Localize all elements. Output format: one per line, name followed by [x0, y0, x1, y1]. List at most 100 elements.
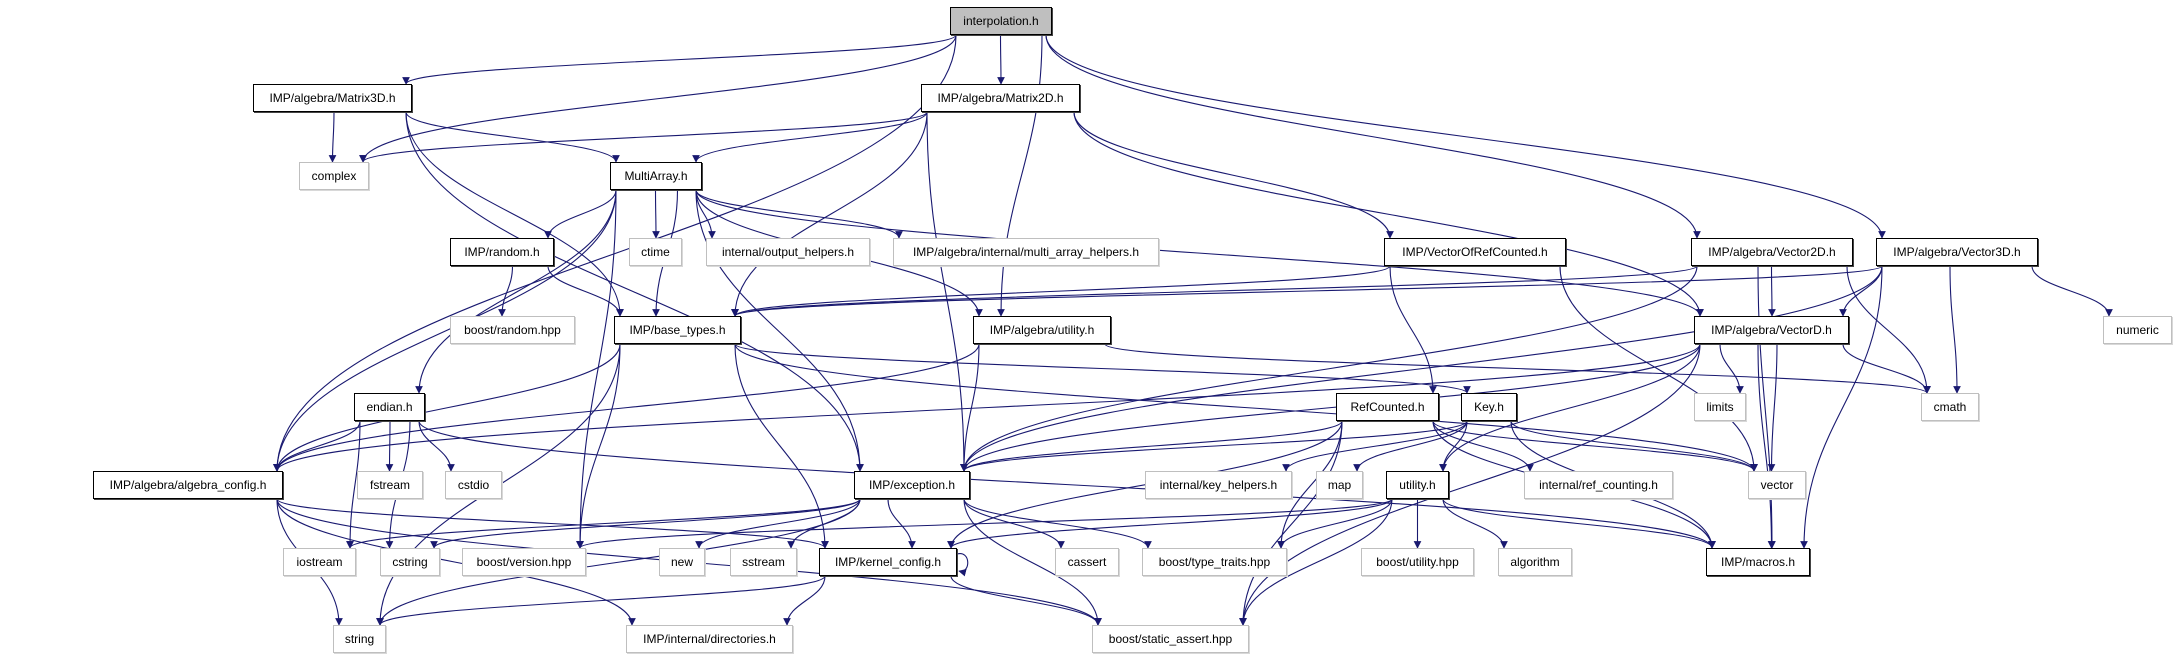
edge-kconf-to-bsa	[950, 575, 1102, 626]
node-vecd[interactable]: IMP/algebra/VectorD.h	[1694, 316, 1849, 344]
node-v3d[interactable]: IMP/algebra/Vector3D.h	[1876, 238, 2038, 266]
node-label: IMP/exception.h	[868, 478, 956, 492]
node-refcnt[interactable]: internal/ref_counting.h	[1524, 471, 1673, 499]
node-label: internal/key_helpers.h	[1159, 478, 1278, 492]
node-label: IMP/algebra/utility.h	[989, 323, 1095, 337]
node-label: boost/static_assert.hpp	[1108, 632, 1233, 646]
edge-interp-to-complex	[359, 34, 957, 163]
node-endian[interactable]: endian.h	[354, 393, 425, 421]
node-iostream[interactable]: iostream	[283, 548, 356, 576]
node-label: IMP/internal/directories.h	[643, 632, 776, 646]
node-kconf[interactable]: IMP/kernel_config.h	[819, 548, 957, 576]
node-interp[interactable]: interpolation.h	[950, 7, 1052, 35]
edge-base-to-vector	[734, 343, 1758, 472]
edge-interp-to-m2d	[997, 34, 1005, 85]
node-cstdio[interactable]: cstdio	[445, 471, 502, 499]
node-label: utility.h	[1399, 478, 1436, 492]
edge-m2d-to-exc	[926, 111, 968, 472]
node-autil[interactable]: IMP/algebra/utility.h	[973, 316, 1111, 344]
edge-util-to-bver	[576, 498, 1393, 549]
edge-interp-to-aconf	[273, 34, 957, 472]
edge-base-to-key	[734, 343, 1471, 394]
node-outh[interactable]: internal/output_helpers.h	[706, 238, 870, 266]
node-random[interactable]: IMP/random.h	[450, 238, 554, 266]
node-label: cassert	[1067, 555, 1107, 569]
node-label: endian.h	[366, 400, 413, 414]
edge-vecd-to-vector	[1767, 343, 1778, 472]
node-label: internal/ref_counting.h	[1539, 478, 1658, 492]
edge-v2d-to-macros	[1757, 265, 1776, 549]
edge-vecd-to-util	[1439, 343, 1701, 472]
node-label: ctime	[641, 245, 670, 259]
node-label: iostream	[296, 555, 343, 569]
edge-multi-to-vecd	[695, 189, 1704, 317]
node-key[interactable]: Key.h	[1461, 393, 1517, 421]
node-algorithm[interactable]: algorithm	[1498, 548, 1572, 576]
edge-exc-to-sstream	[787, 498, 861, 549]
edge-multi-to-bver	[576, 189, 617, 549]
edge-m2d-to-base	[731, 111, 928, 317]
node-label: MultiArray.h	[624, 169, 688, 183]
edge-vecd-to-bsa	[1239, 343, 1701, 626]
edge-refc-to-refcnt	[1432, 420, 1534, 472]
node-butil[interactable]: boost/utility.hpp	[1361, 548, 1474, 576]
edge-base-to-bver	[576, 343, 621, 549]
node-limits[interactable]: limits	[1694, 393, 1746, 421]
node-map[interactable]: map	[1316, 471, 1363, 499]
node-v2d[interactable]: IMP/algebra/Vector2D.h	[1691, 238, 1853, 266]
node-numeric[interactable]: numeric	[2103, 316, 2172, 344]
node-complex[interactable]: complex	[299, 162, 369, 190]
edge-v3d-to-numeric	[2031, 265, 2113, 317]
node-exc[interactable]: IMP/exception.h	[854, 471, 970, 499]
node-label: boost/version.hpp	[476, 555, 572, 569]
node-fstream[interactable]: fstream	[357, 471, 423, 499]
node-new[interactable]: new	[659, 548, 705, 576]
node-refc[interactable]: RefCounted.h	[1336, 393, 1439, 421]
node-util[interactable]: utility.h	[1386, 471, 1449, 499]
node-label: cstdio	[457, 478, 490, 492]
node-bsa[interactable]: boost/static_assert.hpp	[1092, 625, 1249, 653]
node-multi[interactable]: MultiArray.h	[610, 162, 702, 190]
node-cstring[interactable]: cstring	[380, 548, 440, 576]
node-brand[interactable]: boost/random.hpp	[450, 316, 575, 344]
edge-multi-to-random	[544, 189, 617, 239]
edge-interp-to-v3d	[1045, 34, 1886, 239]
edge-endian-to-aconf	[273, 420, 361, 472]
node-sstream[interactable]: sstream	[730, 548, 797, 576]
node-btt[interactable]: boost/type_traits.hpp	[1142, 548, 1287, 576]
node-label: IMP/random.h	[464, 245, 540, 259]
node-base[interactable]: IMP/base_types.h	[614, 316, 741, 344]
node-aconf[interactable]: IMP/algebra/algebra_config.h	[93, 471, 283, 499]
edge-m3d-to-complex	[328, 111, 337, 163]
edge-key-to-keyh	[1282, 420, 1468, 472]
node-label: IMP/algebra/Vector3D.h	[1893, 245, 2021, 259]
edge-refc-to-btt	[1277, 420, 1343, 549]
node-vector[interactable]: vector	[1748, 471, 1806, 499]
node-macros[interactable]: IMP/macros.h	[1706, 548, 1810, 576]
node-mah[interactable]: IMP/algebra/internal/multi_array_helpers…	[893, 238, 1159, 266]
node-string[interactable]: string	[333, 625, 386, 653]
edge-v2d-to-base	[731, 265, 1698, 317]
edge-v3d-to-vecd	[1839, 265, 1883, 317]
node-m3d[interactable]: IMP/algebra/Matrix3D.h	[253, 84, 412, 112]
node-ctime[interactable]: ctime	[629, 238, 682, 266]
node-cassert[interactable]: cassert	[1055, 548, 1119, 576]
edge-v3d-to-cmath	[1949, 265, 1961, 394]
edge-util-to-bsa	[1239, 498, 1393, 626]
node-label: IMP/kernel_config.h	[834, 555, 942, 569]
node-label: limits	[1706, 400, 1734, 414]
node-cmath[interactable]: cmath	[1921, 393, 1979, 421]
node-keyh[interactable]: internal/key_helpers.h	[1145, 471, 1292, 499]
node-m2d[interactable]: IMP/algebra/Matrix2D.h	[921, 84, 1080, 112]
node-vorc[interactable]: IMP/VectorOfRefCounted.h	[1384, 238, 1566, 266]
node-label: new	[670, 555, 693, 569]
node-bver[interactable]: boost/version.hpp	[462, 548, 586, 576]
node-dirs[interactable]: IMP/internal/directories.h	[626, 625, 793, 653]
edge-m2d-to-complex	[359, 111, 928, 163]
edge-vecd-to-aconf	[273, 343, 1701, 472]
edge-multi-to-mah	[695, 189, 903, 239]
node-label: cstring	[392, 555, 428, 569]
edge-exc-to-cstring	[430, 498, 861, 549]
edge-aconf-to-dirs	[276, 498, 636, 626]
